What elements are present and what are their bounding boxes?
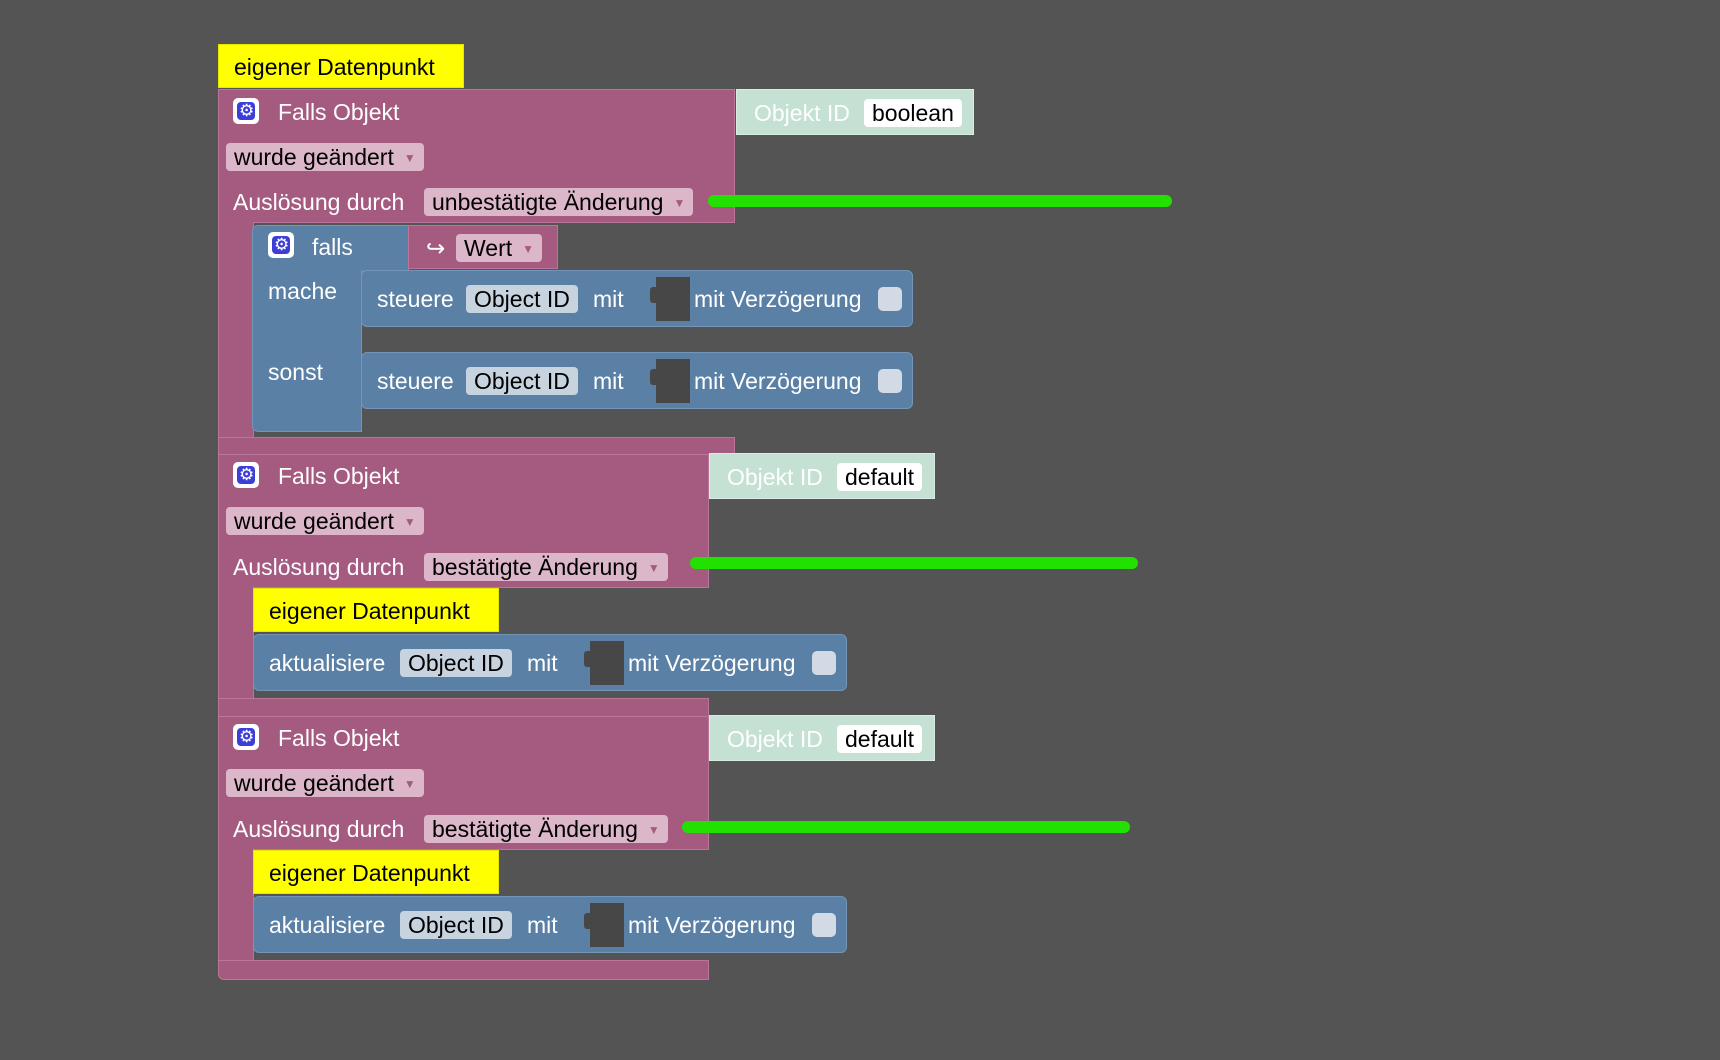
trigger-label: Auslösung durch: [233, 554, 405, 580]
empty-input-slot[interactable]: [650, 359, 690, 403]
highlight-line: [708, 195, 1172, 207]
dropdown-arrow-icon: ▼: [403, 515, 416, 529]
note-label: eigener Datenpunkt: [269, 598, 470, 624]
object-id-label: Objekt ID: [754, 100, 850, 126]
gear-icon[interactable]: ⚙: [233, 462, 259, 488]
delay-checkbox[interactable]: [878, 369, 902, 393]
trigger-dropdown[interactable]: bestätigte Änderung ▼: [424, 815, 668, 843]
trigger-label: Auslösung durch: [233, 189, 405, 215]
object-id-field[interactable]: Object ID: [466, 285, 578, 313]
comment-note[interactable]: eigener Datenpunkt: [218, 44, 464, 88]
gear-icon[interactable]: ⚙: [233, 724, 259, 750]
update-statement[interactable]: aktualisiere Object ID mit mit Verzögeru…: [253, 896, 847, 953]
with-label: mit: [527, 650, 558, 676]
object-id-label: Objekt ID: [727, 464, 823, 490]
action-verb: aktualisiere: [269, 912, 386, 938]
delay-label: mit Verzögerung: [628, 650, 796, 676]
action-verb: steuere: [377, 368, 454, 394]
highlight-line: [690, 557, 1138, 569]
then-label: mache: [268, 278, 338, 304]
block-title: Falls Objekt: [278, 725, 400, 751]
dropdown-arrow-icon: ▼: [403, 151, 416, 165]
highlight-line: [682, 821, 1130, 833]
object-id-value[interactable]: default: [837, 463, 923, 491]
delay-label: mit Verzögerung: [694, 368, 862, 394]
object-id-block[interactable]: Objekt ID default: [709, 453, 935, 499]
trigger-value: bestätigte Änderung: [432, 554, 638, 580]
object-id-field[interactable]: Object ID: [466, 367, 578, 395]
trigger-dropdown[interactable]: bestätigte Änderung ▼: [424, 553, 668, 581]
event-dropdown[interactable]: wurde geändert ▼: [226, 143, 424, 171]
delay-label: mit Verzögerung: [628, 912, 796, 938]
control-statement[interactable]: steuere Object ID mit mit Verzögerung: [361, 270, 913, 327]
delay-label: mit Verzögerung: [694, 286, 862, 312]
note-label: eigener Datenpunkt: [269, 860, 470, 886]
action-verb: aktualisiere: [269, 650, 386, 676]
object-id-field[interactable]: Object ID: [400, 911, 512, 939]
comment-note[interactable]: eigener Datenpunkt: [253, 588, 499, 632]
comment-note[interactable]: eigener Datenpunkt: [253, 850, 499, 894]
empty-input-slot[interactable]: [584, 641, 624, 685]
return-arrow-icon: ↪: [426, 235, 446, 261]
object-id-value[interactable]: default: [837, 725, 923, 753]
with-label: mit: [593, 286, 624, 312]
action-verb: steuere: [377, 286, 454, 312]
event-dropdown[interactable]: wurde geändert ▼: [226, 769, 424, 797]
object-id-block[interactable]: Objekt ID boolean: [736, 89, 974, 135]
event-dropdown[interactable]: wurde geändert ▼: [226, 507, 424, 535]
object-id-label: Objekt ID: [727, 726, 823, 752]
dropdown-arrow-icon: ▼: [403, 777, 416, 791]
update-statement[interactable]: aktualisiere Object ID mit mit Verzögeru…: [253, 634, 847, 691]
control-statement[interactable]: steuere Object ID mit mit Verzögerung: [361, 352, 913, 409]
if-label: falls: [312, 234, 353, 260]
trigger-value: bestätigte Änderung: [432, 816, 638, 842]
condition-value: Wert: [464, 235, 513, 261]
block-title: Falls Objekt: [278, 463, 400, 489]
dropdown-arrow-icon: ▼: [673, 196, 686, 210]
delay-checkbox[interactable]: [812, 651, 836, 675]
event-value: wurde geändert: [234, 508, 394, 534]
empty-input-slot[interactable]: [650, 277, 690, 321]
dropdown-arrow-icon: ▼: [647, 823, 660, 837]
delay-checkbox[interactable]: [812, 913, 836, 937]
condition-block[interactable]: ↪ Wert ▼: [408, 225, 558, 269]
trigger-value: unbestätigte Änderung: [432, 189, 664, 215]
gear-icon[interactable]: ⚙: [233, 98, 259, 124]
trigger-label: Auslösung durch: [233, 816, 405, 842]
dropdown-arrow-icon: ▼: [647, 561, 660, 575]
object-id-field[interactable]: Object ID: [400, 649, 512, 677]
empty-input-slot[interactable]: [584, 903, 624, 947]
event-value: wurde geändert: [234, 770, 394, 796]
with-label: mit: [593, 368, 624, 394]
dropdown-arrow-icon: ▼: [522, 242, 535, 256]
else-label: sonst: [268, 359, 323, 385]
block-title: Falls Objekt: [278, 99, 400, 125]
gear-icon[interactable]: ⚙: [268, 232, 294, 258]
condition-dropdown[interactable]: Wert ▼: [456, 234, 543, 262]
with-label: mit: [527, 912, 558, 938]
trigger-dropdown[interactable]: unbestätigte Änderung ▼: [424, 188, 694, 216]
note-label: eigener Datenpunkt: [234, 54, 435, 80]
delay-checkbox[interactable]: [878, 287, 902, 311]
object-id-value[interactable]: boolean: [864, 99, 962, 127]
object-id-block[interactable]: Objekt ID default: [709, 715, 935, 761]
event-value: wurde geändert: [234, 144, 394, 170]
